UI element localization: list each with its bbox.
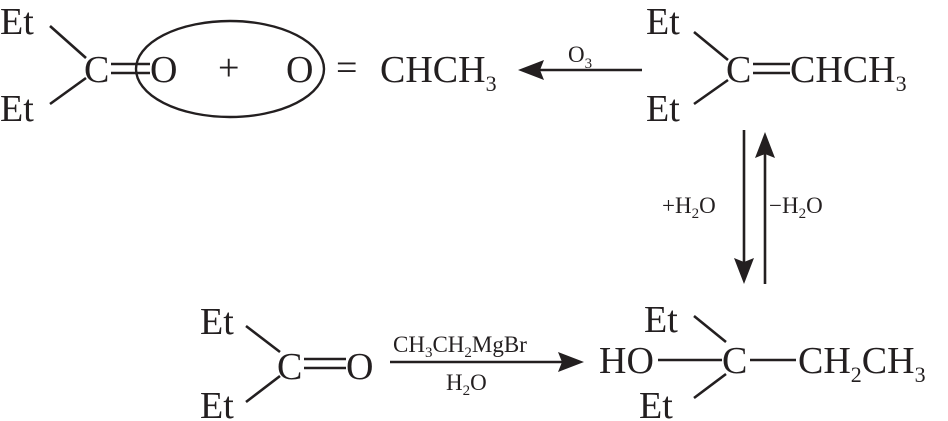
ketone-bond-upper [245,324,281,354]
product-sub: 3 [486,71,497,96]
hydration-arrow-head [734,258,754,284]
equals-sign: = [336,47,357,89]
top-left-carbon: C [84,49,109,91]
ketone-oxygen: O [346,346,373,388]
top-left-product: CHCH3 [380,49,497,96]
alkene: Et Et C CHCH3 [646,1,907,130]
alkene-et-lower: Et [646,88,680,130]
ketone: Et Et C O [200,301,373,421]
ketone-bond-lower [245,374,281,404]
alkene-group: CHCH3 [790,49,907,96]
plus-sign: + [218,47,239,89]
top-left-et-upper: Et [0,1,34,43]
alkene-et-upper: Et [646,1,680,43]
top-left-oxygen-1: O [150,49,177,91]
grignard-reagent: CH3CH2MgBr [393,332,527,361]
tertiary-alcohol: HO Et Et C CH2CH3 [599,299,926,421]
ozonolysis-products: Et Et C O + O = CHCH3 [0,1,497,130]
hydration-label: +H2O [662,193,716,222]
alcohol-bond-lower [693,372,727,400]
alkene-carbon: C [726,49,751,91]
ozonolysis-reagent: O3 [568,42,592,72]
alcohol-et-upper: Et [644,299,678,341]
ketone-et-lower: Et [200,385,234,421]
top-left-oxygen-2: O [286,49,313,91]
dehydration-label: −H2O [769,193,823,222]
equilibrium-arrows: +H2O −H2O [662,130,823,284]
grignard-workup: H2O [446,370,487,399]
bond-et-c-lower [49,76,87,106]
dehydration-arrow-head [755,132,775,158]
ketone-carbon: C [277,346,302,388]
alkene-bond-upper [693,30,729,62]
grignard-arrow: CH3CH2MgBr H2O [390,332,584,399]
product-main: CHCH [380,49,486,91]
alkene-bond-lower [693,78,729,106]
alcohol-hydroxyl: HO [599,340,654,382]
top-left-et-lower: Et [0,88,34,130]
grignard-arrow-head [558,352,584,372]
ozonolysis-arrow: O3 [518,42,642,80]
alcohol-et-lower: Et [639,385,673,421]
bond-et-c-upper [49,25,87,59]
alcohol-bond-upper [693,314,727,344]
cleavage-ellipse [134,19,326,119]
ozonolysis-arrow-head [518,60,544,80]
alcohol-carbon: C [722,340,747,382]
alcohol-ethyl-chain: CH2CH3 [798,340,926,387]
ketone-et-upper: Et [200,301,234,343]
